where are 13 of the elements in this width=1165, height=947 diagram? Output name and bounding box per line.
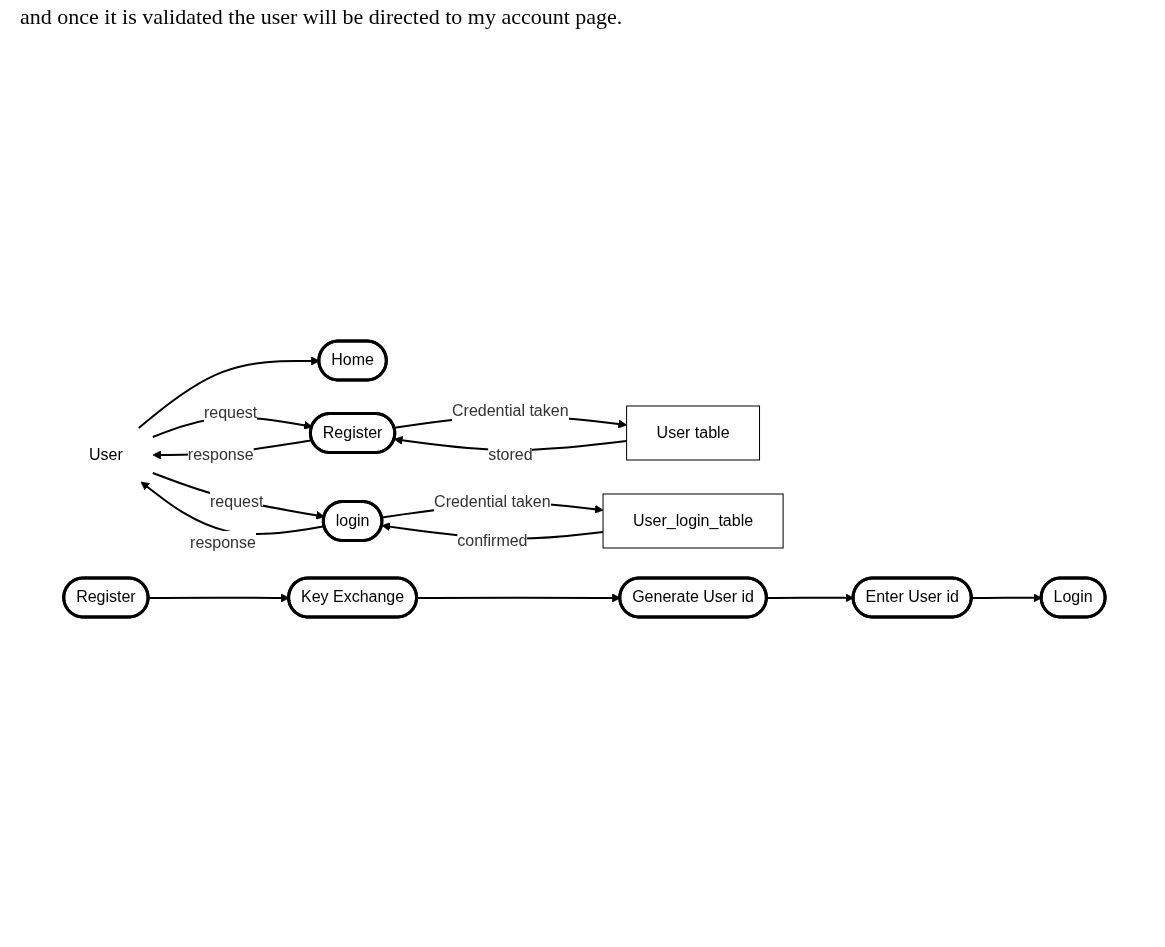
edge-label: response	[190, 533, 257, 551]
edge-label: request	[210, 492, 264, 510]
edge-label: response	[188, 445, 255, 463]
node-box: User table	[626, 405, 761, 461]
edge-label: Credential taken	[434, 492, 552, 510]
node-text: User	[89, 445, 124, 463]
edge-label: request	[204, 403, 258, 421]
note-text: and once it is validated the user will be directed to my account page.	[20, 4, 624, 30]
edge-label: Credential taken	[452, 402, 569, 420]
node-box: User_login_table	[603, 493, 785, 549]
arrow	[148, 593, 290, 603]
edge-label: stored	[488, 445, 534, 463]
edge-label: confirmed	[457, 531, 528, 549]
